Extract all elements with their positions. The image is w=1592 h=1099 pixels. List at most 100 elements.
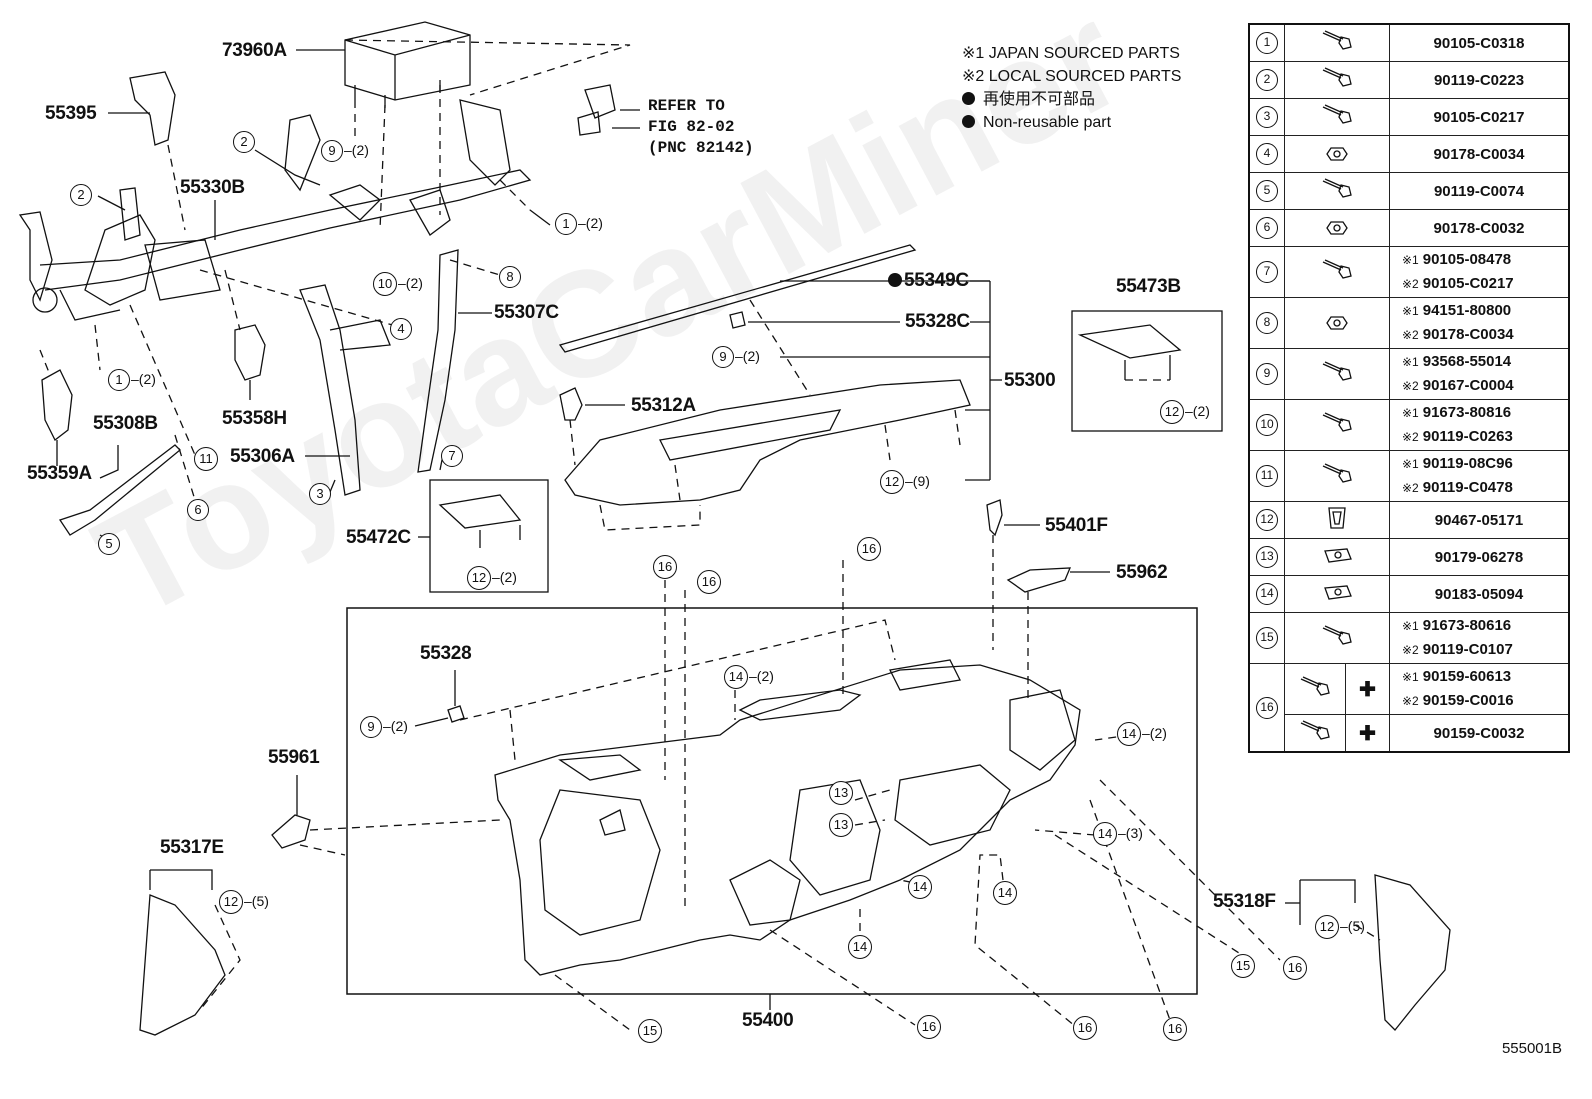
item-number-circle: 16	[1256, 696, 1278, 719]
part-number-cell: 90105-C0318	[1389, 23, 1570, 62]
item-number-circle: 14	[1256, 583, 1278, 605]
callout-circle: 9	[712, 346, 734, 368]
part-label-55349C: 55349C	[888, 270, 969, 292]
part-label-55317E: 55317E	[160, 837, 224, 858]
callout-circle: 14	[848, 935, 872, 959]
fastener-icon	[1322, 178, 1352, 198]
part-label-55300: 55300	[1004, 370, 1056, 391]
part-number-cell: 90467-05171	[1389, 501, 1570, 539]
non-reusable-dot-icon	[962, 115, 975, 128]
fastener-icon	[1322, 30, 1352, 50]
part-number-cell: 90183-05094	[1389, 575, 1570, 613]
part-label-55359A: 55359A	[27, 463, 92, 484]
item-number-circle: 11	[1256, 465, 1278, 487]
part-number-cell: 90178-C0034	[1389, 135, 1570, 173]
callout-circle: 14	[724, 665, 748, 689]
fastener-icon	[1326, 147, 1348, 161]
note-non-reusable-en: Non-reusable part	[983, 114, 1112, 131]
callout-circle: 12	[219, 890, 243, 914]
part-number-cell: 90105-C0217	[1389, 98, 1570, 136]
airbag-module-drawing	[344, 21, 471, 108]
part-label-55312A: 55312A	[631, 395, 696, 416]
part-label-55472C: 55472C	[346, 527, 411, 548]
instrument-panel-drawing	[494, 659, 1081, 976]
part-label-55307C: 55307C	[494, 302, 559, 323]
fastener-icon	[1300, 676, 1330, 696]
item-number-circle: 3	[1256, 106, 1278, 128]
item-number-circle: 2	[1256, 69, 1278, 91]
callout-circle: 12	[1315, 915, 1339, 939]
part-label-55401F: 55401F	[1045, 515, 1108, 536]
callout-circle: 12	[1160, 400, 1184, 424]
callout-qty: –(2)	[578, 215, 603, 231]
fastener-parts-table: 1 90105-C0318 2 90119-C0223 3 90105-C0217 4 901…	[1248, 23, 1570, 753]
callout-circle: 8	[499, 266, 521, 288]
part-label-55962: 55962	[1116, 562, 1168, 583]
note-non-reusable-jp: 再使用不可部品	[983, 91, 1096, 108]
fastener-icon	[1322, 259, 1352, 279]
part-label-73960A: 73960A	[222, 40, 287, 61]
item-number-circle: 15	[1256, 627, 1278, 649]
callout-qty: –(2)	[1185, 403, 1210, 419]
item-number-circle: 7	[1256, 261, 1278, 283]
callout-circle: 12	[880, 470, 904, 494]
part-label-55395: 55395	[45, 103, 97, 124]
diagram-code: 555001B	[1501, 1040, 1562, 1057]
part-number-cell: 90119-C0074	[1389, 172, 1570, 210]
part-label-55328: 55328	[420, 643, 472, 664]
part-label-55358H: 55358H	[222, 408, 287, 429]
fastener-icon	[1322, 67, 1352, 87]
callout-qty: –(2)	[398, 275, 423, 291]
fastener-icon	[1324, 585, 1352, 600]
fastener-icon	[1322, 463, 1352, 483]
refer-note: REFER TO FIG 82-02 (PNC 82142)	[648, 97, 754, 157]
part-label-55328C: 55328C	[905, 311, 970, 332]
parts-table-row: 4 90178-C0034	[1248, 135, 1570, 173]
callout-qty: –(2)	[735, 348, 760, 364]
part-label-55308B: 55308B	[93, 413, 158, 434]
callout-circle: 14	[993, 881, 1017, 905]
note-japan-sourced: ※1 JAPAN SOURCED PARTS	[962, 45, 1180, 62]
item-number-circle: 4	[1256, 143, 1278, 165]
item-number-circle: 6	[1256, 217, 1278, 239]
part-number-cell: 90119-C0223	[1389, 61, 1570, 99]
callout-qty: –(9)	[905, 473, 930, 489]
non-reusable-dot-icon	[888, 273, 902, 287]
callout-circle: 2	[233, 131, 255, 153]
callout-circle: 15	[1231, 954, 1255, 978]
item-number-circle: 1	[1256, 32, 1278, 54]
callout-circle: 3	[309, 483, 331, 505]
callout-circle: 9	[321, 140, 343, 162]
fastener-icon	[1324, 548, 1352, 563]
callout-qty: –(2)	[749, 668, 774, 684]
parts-table-row: 14 90183-05094	[1248, 575, 1570, 613]
callout-circle: 16	[653, 555, 677, 579]
callout-circle: 16	[917, 1015, 941, 1039]
callout-circle: 2	[70, 184, 92, 206]
parts-table-row: ✚90159-C0032	[1249, 714, 1570, 753]
callout-circle: 10	[373, 272, 397, 296]
item-number-circle: 8	[1256, 312, 1278, 334]
note-local-sourced: ※2 LOCAL SOURCED PARTS	[962, 68, 1182, 85]
callout-circle: 5	[98, 533, 120, 555]
callout-circle: 6	[187, 499, 209, 521]
callout-circle: 14	[1117, 722, 1141, 746]
phillips-head-icon: ✚	[1345, 663, 1390, 715]
fastener-icon	[1300, 720, 1330, 740]
callout-qty: –(5)	[244, 893, 269, 909]
callout-circle: 16	[1283, 956, 1307, 980]
reinforcement-drawing	[18, 99, 532, 321]
parts-table-row: 1 90105-C0318	[1248, 23, 1570, 62]
